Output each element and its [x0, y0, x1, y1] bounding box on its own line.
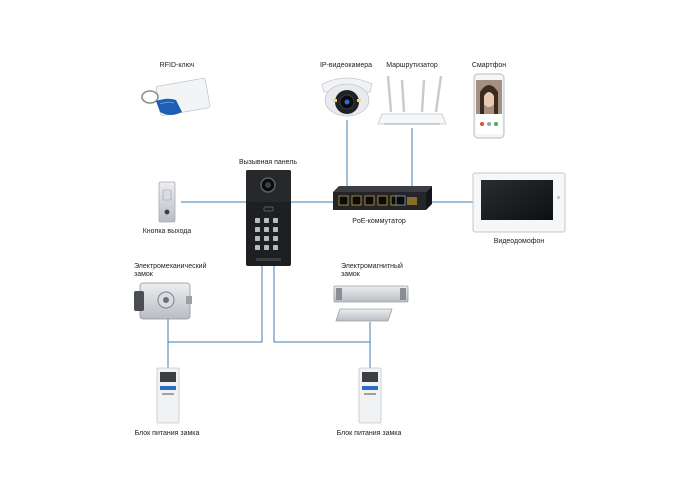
keypad-key: [273, 236, 278, 241]
keypad-key: [273, 227, 278, 232]
label-electromagnetic-lock: Электромагнитный замок: [341, 263, 403, 278]
label-ip-camera: IP-видеокамера: [319, 62, 373, 69]
electromechanical-lock-icon: [134, 282, 192, 320]
ip-camera-icon: [321, 77, 373, 117]
line-panel-to-left-psu: [167, 266, 263, 368]
router-icon: [377, 75, 447, 125]
label-electromechanical-lock: Электромеханический замок: [134, 263, 207, 278]
video-intercom-icon: [472, 172, 566, 233]
switch-port: [351, 195, 362, 206]
keypad-key: [264, 227, 269, 232]
keypad-key: [255, 227, 260, 232]
keypad-key: [264, 236, 269, 241]
poe-switch-icon: [333, 186, 432, 210]
line-panel-to-right-psu: [273, 266, 371, 368]
keypad-key: [264, 218, 269, 223]
power-supply-right-icon: [358, 367, 382, 424]
label-psu-left: Блок питания замка: [134, 430, 200, 437]
keypad-key: [255, 218, 260, 223]
connection-lines: [167, 120, 473, 368]
keypad-key: [264, 245, 269, 250]
exit-button-icon: [158, 181, 176, 223]
label-exit-button: Кнопка выхода: [142, 228, 192, 235]
switch-port: [364, 195, 375, 206]
rfid-key-icon: [141, 77, 211, 117]
label-call-panel: Вызывная панель: [238, 159, 298, 166]
electromagnetic-lock-icon: [333, 285, 409, 322]
switch-port: [338, 195, 349, 206]
label-psu-right: Блок питания замка: [336, 430, 402, 437]
keypad-key: [255, 236, 260, 241]
power-supply-left-icon: [156, 367, 180, 424]
label-smartphone: Смартфон: [471, 62, 507, 69]
keypad-key: [273, 245, 278, 250]
label-rfid: RFID-ключ: [159, 62, 195, 69]
label-poe-switch: PoE-коммутатор: [352, 218, 406, 225]
smartphone-icon: [473, 73, 505, 139]
switch-port: [377, 195, 388, 206]
call-panel-icon: [246, 170, 291, 266]
keypad-key: [273, 218, 278, 223]
switch-uplink-port: [395, 195, 406, 206]
label-router: Маршрутизатор: [386, 62, 438, 69]
label-video-intercom: Видеодомофон: [493, 238, 545, 245]
keypad-key: [255, 245, 260, 250]
